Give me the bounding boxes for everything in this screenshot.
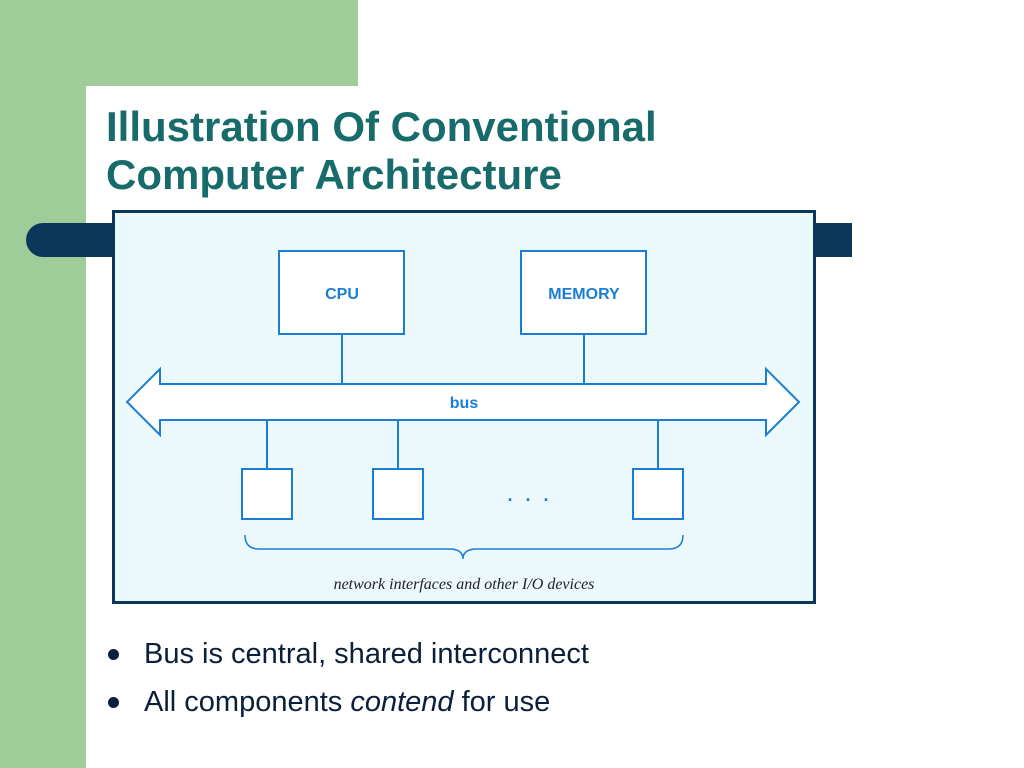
diagram-canvas: CPU MEMORY bus . . . network interfaces … xyxy=(125,250,801,593)
bus-arrow xyxy=(125,366,801,438)
slide-title-line-1: Illustration Of Conventional xyxy=(106,103,657,150)
architecture-diagram: CPU MEMORY bus . . . network interfaces … xyxy=(112,210,816,604)
slide-title-line-2: Computer Architecture xyxy=(106,151,562,198)
decorative-bar-left xyxy=(26,223,126,257)
io-device-box-2 xyxy=(372,468,424,520)
bullet-text-2-emphasis: contend xyxy=(350,686,454,718)
bullet-text-2: All components contend for use xyxy=(144,680,550,724)
bullet-dot-icon xyxy=(108,697,119,708)
bus-label: bus xyxy=(450,395,479,412)
cpu-label: CPU xyxy=(325,286,359,303)
bullet-text-1: Bus is central, shared interconnect xyxy=(144,638,589,670)
memory-label: MEMORY xyxy=(548,286,620,303)
memory-box xyxy=(520,250,647,335)
bullet-text-2-end: for use xyxy=(453,686,551,718)
io-devices-brace xyxy=(244,534,684,560)
io-ellipsis: . . . xyxy=(507,485,552,505)
top-accent-band xyxy=(0,0,358,86)
bullet-text-2-start: All components xyxy=(144,686,351,718)
left-accent-strip xyxy=(0,0,86,768)
io-device-box-3 xyxy=(632,468,684,520)
io-device-box-1 xyxy=(241,468,293,520)
io-devices-caption: network interfaces and other I/O devices xyxy=(334,576,595,593)
bullet-dot-icon xyxy=(108,649,119,660)
